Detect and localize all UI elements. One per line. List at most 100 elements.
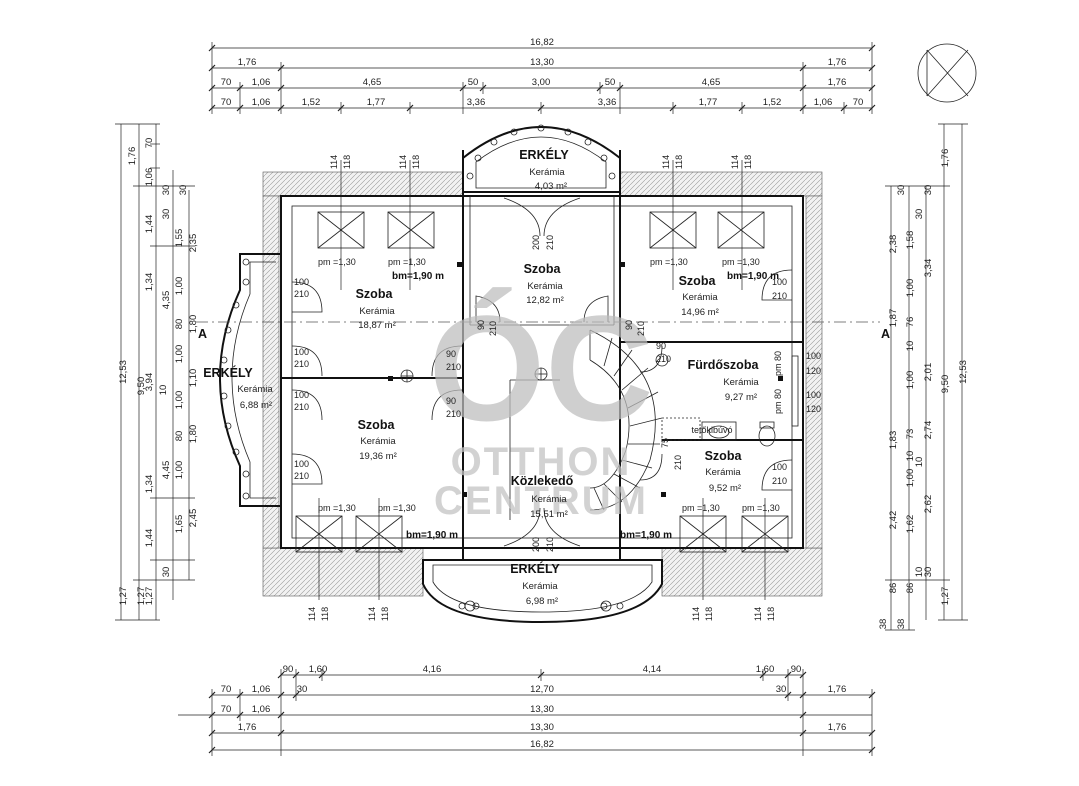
roof-overhang [262,171,823,597]
dim-right: 1,00 [905,469,916,488]
dim-right: 10 [905,341,916,352]
parapet-note: pm =1,30 [378,503,416,513]
dim-bottom: 12,70 [530,684,554,695]
dim-top: 70 [221,97,232,108]
room-material: Kerámia [531,494,567,505]
walls [280,150,804,560]
dim-right: 10 [914,567,925,578]
dim-right: 76 [905,317,916,328]
window-width: 114 [307,607,317,621]
room-material: Kerámia [522,581,558,592]
height-note: bm=1,90 m [727,271,779,282]
roof-hatch-label: tetőkibúvó [691,425,732,435]
door-height: 210 [294,359,309,369]
room-name: Szoba [705,449,743,463]
window-width: 114 [367,607,377,621]
dim-left: 1,44 [144,529,155,548]
dim-left: 1,34 [144,475,155,494]
dim-right: 2,42 [888,511,899,530]
dim-bottom: 1,60 [756,664,775,675]
dim-top: 3,00 [532,77,551,88]
dim-right: 1,58 [905,231,916,250]
dim-top-total: 16,82 [530,37,554,48]
door-swings [291,197,793,547]
dim-right: 9,50 [940,375,951,394]
door-height: 210 [488,321,498,336]
dim-bottom: 13,30 [530,722,554,733]
dim-right: 86 [888,583,899,594]
dim-left: 1,10 [188,369,199,388]
dim-top: 1,77 [367,97,386,108]
dim-top: 1,76 [238,57,257,68]
section-line: A A [196,321,890,341]
left-dimension-lines: 12,53 9,50 1,27 1,27 1,76 1,06 70 1,44 1… [115,123,199,621]
door-width: 100 [294,459,309,469]
dim-right: 2,62 [923,495,934,514]
dim-right: 38 [896,619,907,630]
dim-left: 1,00 [174,345,185,364]
window-height: 118 [743,155,753,169]
door-width: 90 [656,341,666,351]
dim-left: 1,00 [174,461,185,480]
door-height: 210 [294,289,309,299]
dim-left: 1,27 [136,587,147,606]
dim-left: 1,80 [188,425,199,444]
room-material: Kerámia [527,281,563,292]
window-height: 118 [380,607,390,621]
parapet-note: pm =1,30 [650,257,688,267]
dim-right: 73 [905,429,916,440]
dim-left: 80 [174,319,185,330]
dim-top: 1,06 [814,97,833,108]
balcony-left [219,253,281,507]
door-width: 200 [531,235,541,250]
door-height: 120 [806,366,821,376]
window-height: 118 [766,607,776,621]
window-width: 114 [730,155,740,169]
room-area: 12,82 m² [526,295,564,306]
dim-right: 30 [923,567,934,578]
door-height: 210 [446,409,461,419]
room-material: Kerámia [682,292,718,303]
opening-notes: 114 118 114 118 114 118 114 118 114 118 … [294,155,821,621]
dim-left: 30 [161,209,172,220]
dim-left: 1,76 [127,147,138,166]
room-area: 9,52 m² [709,483,741,494]
room-name: Szoba [524,262,562,276]
height-note: bm=1,90 m [620,530,672,541]
dim-right: 1,62 [905,515,916,534]
dim-top: 1,06 [252,97,271,108]
door-width: 100 [294,390,309,400]
dim-left: 1,44 [144,215,155,234]
height-note: bm=1,90 m [392,271,444,282]
room-name: ERKÉLY [519,147,569,162]
dim-right: 10 [905,451,916,462]
door-height: 210 [294,471,309,481]
dim-top: 70 [853,97,864,108]
dim-bottom: 13,30 [530,704,554,715]
room-material: Kerámia [237,384,273,395]
lamp-markers [388,262,783,612]
parapet-height: pm 80 [773,389,783,414]
dim-right: 2,74 [923,421,934,440]
dim-bottom: 30 [776,684,787,695]
door-width: 100 [772,462,787,472]
dim-top: 3,36 [598,97,617,108]
parapet-note: pm =1,30 [742,503,780,513]
door-width: 100 [806,390,821,400]
door-height: 120 [806,404,821,414]
windows-bottom [295,498,789,600]
dim-top: 1,76 [828,77,847,88]
dim-left: 9,50 [136,377,147,396]
dim-right: 30 [896,185,907,196]
height-note: bm=1,90 m [406,530,458,541]
dim-right: 12,53 [958,360,969,384]
dim-bottom: 70 [221,704,232,715]
door-height: 210 [656,354,671,364]
room-material: Kerámia [529,167,565,178]
door-width: 100 [806,351,821,361]
dim-left: 12,53 [118,360,129,384]
door-width: 90 [446,396,456,406]
room-area: 6,88 m² [240,400,272,411]
dim-left: 1,65 [174,515,185,534]
